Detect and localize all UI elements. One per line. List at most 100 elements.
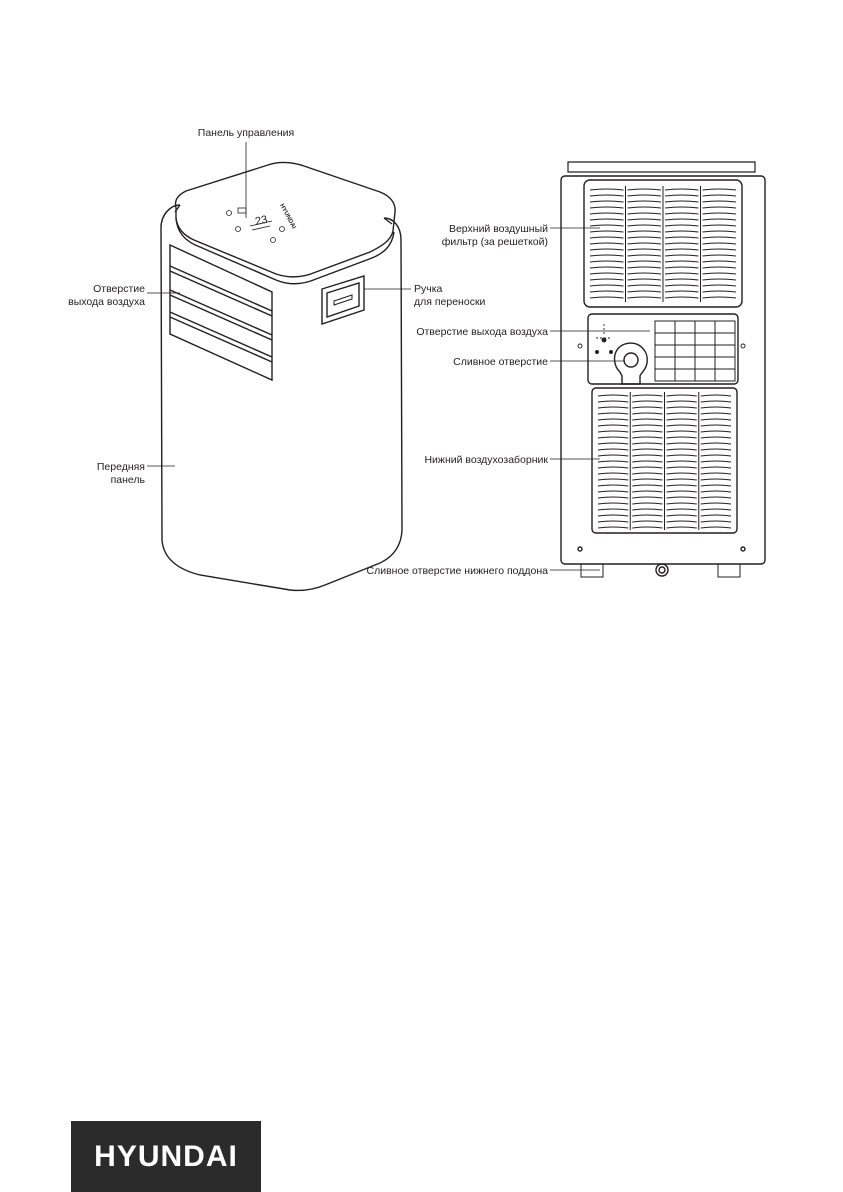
grille-slat (701, 497, 731, 498)
grille-slat (632, 407, 662, 408)
grille-slat (598, 485, 628, 486)
grille-slat (703, 261, 737, 262)
grille-slat (590, 249, 624, 250)
label-air-outlet-line1: Отверстие (93, 283, 145, 295)
grille-slat (667, 515, 697, 516)
grille-slat (598, 521, 628, 522)
grille-slat (598, 449, 628, 450)
grille-slat (665, 297, 699, 298)
grille-slat (628, 285, 662, 286)
grille-slat (598, 407, 628, 408)
grille-slat (628, 213, 662, 214)
grille-slat (667, 497, 697, 498)
grille-slat (665, 243, 699, 244)
grille-slat (590, 297, 624, 298)
grille-slat (665, 279, 699, 280)
label-front-panel-line1: Передняя (97, 461, 145, 473)
grille-slat (703, 213, 737, 214)
grille-slat (628, 267, 662, 268)
grille-slat (701, 395, 731, 396)
grille-slat (701, 527, 731, 528)
grille-slat (703, 207, 737, 208)
grille-slat (632, 425, 662, 426)
grille-slat (703, 189, 737, 190)
grille-slat (703, 201, 737, 202)
grille-slat (701, 437, 731, 438)
grille-slat (667, 437, 697, 438)
brand-logo-text: HYUNDAI (94, 1140, 238, 1174)
grille-slat (628, 237, 662, 238)
grille-slat (632, 455, 662, 456)
grille-slat (703, 219, 737, 220)
grille-slat (667, 395, 697, 396)
grille-slat (701, 431, 731, 432)
grille-slat (632, 515, 662, 516)
grille-slat (665, 219, 699, 220)
lid-display-reading: 23 (254, 214, 268, 228)
grille-slat (628, 243, 662, 244)
grille-slat (701, 443, 731, 444)
grille-slat (667, 401, 697, 402)
grille-slat (701, 515, 731, 516)
grille-slat (590, 285, 624, 286)
grille-slat (590, 201, 624, 202)
grille-slat (632, 401, 662, 402)
label-front-panel-line2: панель (111, 474, 146, 486)
label-handle-line1: Ручка (414, 283, 443, 295)
bottom-tray-drain (656, 564, 668, 576)
grille-slat (590, 207, 624, 208)
label-upper-filter-line1: Верхний воздушный (449, 223, 548, 235)
grille-slat (598, 437, 628, 438)
grille-slat (703, 225, 737, 226)
grille-slat (703, 243, 737, 244)
grille-slat (590, 243, 624, 244)
label-control-panel: Панель управления (198, 127, 294, 139)
label-air-outlet-line2: выхода воздуха (68, 296, 145, 308)
grille-slat (667, 509, 697, 510)
grille-slat (665, 237, 699, 238)
grille-slat (632, 467, 662, 468)
top-lid (175, 162, 395, 276)
grille-slat (667, 527, 697, 528)
grille-slat (632, 431, 662, 432)
grille-slat (598, 443, 628, 444)
grille-slat (703, 231, 737, 232)
grille-slat (628, 255, 662, 256)
grille-slat (703, 279, 737, 280)
grille-slat (632, 461, 662, 462)
grille-slat (667, 443, 697, 444)
grille-slat (701, 509, 731, 510)
grille-slat (665, 189, 699, 190)
grille-slat (598, 515, 628, 516)
front-body-outline (161, 205, 402, 590)
grille-slat (703, 195, 737, 196)
grille-slat (701, 407, 731, 408)
grille-slat (632, 485, 662, 486)
label-bottom-tray-drain: Сливное отверстие нижнего поддона (367, 565, 549, 577)
grille-slat (628, 249, 662, 250)
label-drain-hole: Сливное отверстие (453, 356, 548, 368)
brand-logo: HYUNDAI (71, 1121, 261, 1192)
grille-slat (667, 461, 697, 462)
label-handle-line2: для переноски (414, 296, 486, 308)
grille-slat (665, 225, 699, 226)
grille-slat (703, 291, 737, 292)
grille-slat (598, 503, 628, 504)
grille-slat (590, 219, 624, 220)
grille-slat (667, 449, 697, 450)
drain-hole (615, 343, 648, 384)
grille-slat (590, 261, 624, 262)
grille-slat (632, 437, 662, 438)
grille-slat (701, 461, 731, 462)
grille-slat (665, 261, 699, 262)
grille-slat (701, 449, 731, 450)
grille-slat (598, 419, 628, 420)
grille-slat (665, 201, 699, 202)
grille-slat (590, 291, 624, 292)
grille-slat (632, 527, 662, 528)
grille-slat (628, 189, 662, 190)
grille-slat (703, 273, 737, 274)
grille-slat (701, 485, 731, 486)
grille-slat (590, 255, 624, 256)
